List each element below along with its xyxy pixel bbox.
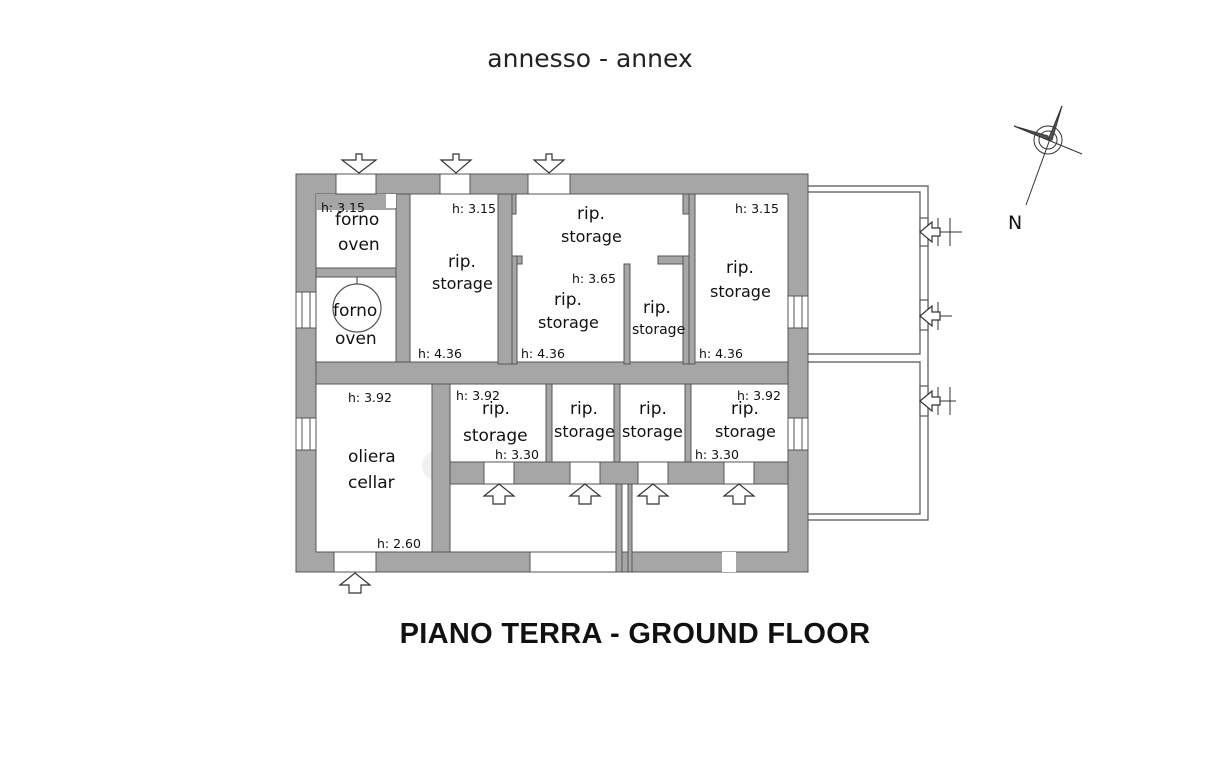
arrow-up-icon: [636, 483, 670, 505]
storage-nw-en: storage: [432, 274, 493, 293]
storage-s2-it: rip.: [570, 399, 598, 419]
arrow-down-icon: [439, 153, 473, 174]
storage-c-it: rip.: [554, 290, 582, 310]
north-label: N: [1008, 212, 1023, 234]
arrow-down-icon: [532, 153, 566, 174]
storage-s4-h1: h: 3.92: [737, 388, 781, 403]
storage-s2-en: storage: [554, 422, 615, 441]
storage-s3-en: storage: [622, 422, 683, 441]
storage-c-h1: h: 3.65: [572, 271, 616, 286]
arrow-up-icon: [722, 483, 756, 505]
annex-title: annesso - annex: [487, 44, 693, 73]
oven-round-it: forno: [333, 301, 377, 321]
arrow-up-icon: [568, 483, 602, 505]
cellar-it: oliera: [348, 447, 396, 467]
arrow-down-icon: [340, 153, 378, 174]
storage-n-it: rip.: [577, 204, 605, 224]
storage-nw-h1: h: 3.15: [452, 201, 496, 216]
entry-arrows: [338, 153, 941, 594]
storage-ne-en: storage: [710, 282, 771, 301]
storage-s4-it: rip.: [731, 399, 759, 419]
storage-nw-it: rip.: [448, 252, 476, 272]
cellar-en: cellar: [348, 473, 395, 493]
storage-c-h2: h: 4.36: [521, 346, 565, 361]
storage-s3-it: rip.: [639, 399, 667, 419]
cellar-h1: h: 3.92: [348, 390, 392, 405]
arrow-left-icon: [919, 304, 941, 328]
storage-s1-h1: h: 3.92: [456, 388, 500, 403]
arrow-up-icon: [338, 572, 372, 594]
arrow-up-icon: [482, 483, 516, 505]
storage-ne-it: rip.: [726, 258, 754, 278]
storage-s1-it: rip.: [482, 399, 510, 419]
oven-top-en: oven: [338, 235, 380, 255]
oven-top-it: forno: [335, 210, 379, 230]
storage-s1-en: storage: [463, 426, 528, 446]
walls: [295, 173, 809, 573]
storage-cs-it: rip.: [643, 298, 671, 318]
window-lines: [301, 292, 803, 450]
storage-s4-h2: h: 3.30: [695, 447, 739, 462]
floor-title: PIANO TERRA - GROUND FLOOR: [399, 618, 871, 650]
storage-s4-en: storage: [715, 422, 776, 441]
round-oven: [332, 277, 382, 333]
storage-n-en: storage: [561, 227, 622, 246]
storage-c-en: storage: [538, 313, 599, 332]
room-labels: h: 3.15 forno oven forno oven h: 3.15 ri…: [321, 200, 781, 551]
storage-nw-h2: h: 4.36: [418, 346, 462, 361]
arrow-left-icon: [919, 220, 941, 244]
storage-s1-h2: h: 3.30: [495, 447, 539, 462]
oven-round-en: oven: [335, 329, 377, 349]
arrow-left-icon: [919, 389, 941, 413]
openings: [295, 173, 809, 573]
storage-ne-h2: h: 4.36: [699, 346, 743, 361]
cellar-h2: h: 2.60: [377, 536, 421, 551]
oven-top-height: h: 3.15: [321, 200, 365, 215]
compass-icon: [1013, 105, 1083, 206]
storage-ne-h1: h: 3.15: [735, 201, 779, 216]
annex-walls: [808, 185, 929, 521]
storage-cs-en: storage: [632, 322, 685, 338]
